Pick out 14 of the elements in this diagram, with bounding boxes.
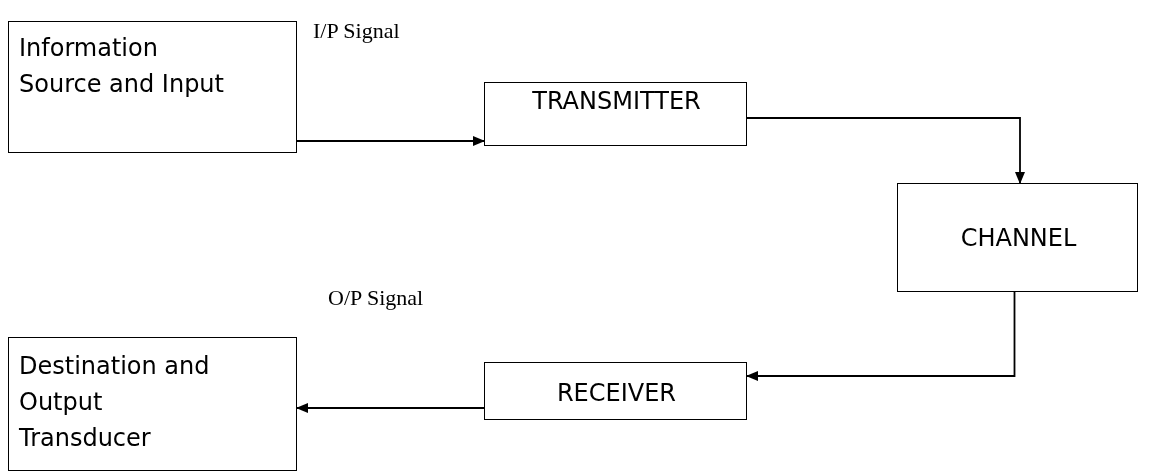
arrow	[746, 291, 1016, 381]
node-label: RECEIVER	[555, 378, 678, 409]
node-label: CHANNEL	[959, 223, 1078, 254]
node-label: Information Source and Input	[19, 33, 225, 100]
process-box	[8, 337, 297, 471]
process-box	[8, 21, 297, 153]
process-box	[897, 183, 1138, 292]
process-box	[484, 362, 747, 420]
arrow	[296, 403, 485, 413]
node-label: Destination and Output Transducer	[19, 351, 211, 454]
process-box	[484, 82, 747, 146]
arrow	[746, 117, 1025, 184]
arrow	[296, 136, 485, 146]
node-label: TRANSMITTER	[531, 86, 702, 117]
